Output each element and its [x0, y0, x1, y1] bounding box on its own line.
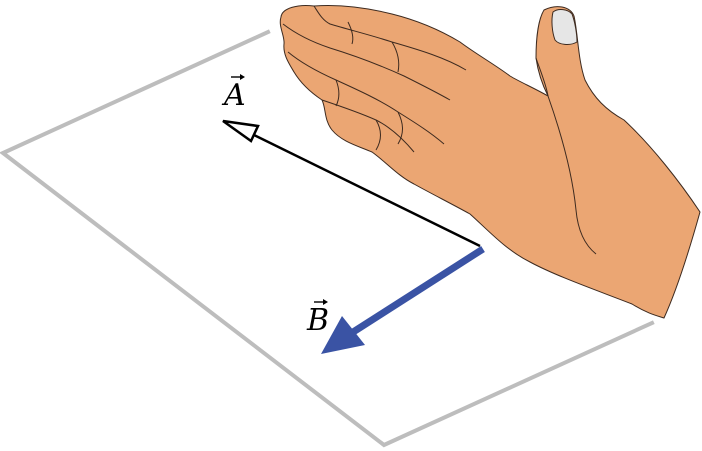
knuckle-3 [335, 79, 340, 107]
vector-b [321, 246, 485, 354]
thumb-crease [535, 57, 549, 97]
vector-b-label: B [307, 299, 330, 338]
vector-arrow-icon [314, 299, 328, 305]
vector-a-head [222, 119, 260, 143]
vector-a-letter: A [224, 78, 246, 113]
finger-lines [282, 5, 597, 255]
plane [0, 29, 655, 448]
palm-crease [547, 95, 597, 255]
vector-a-label: A [224, 74, 246, 113]
vector-b-letter: B [307, 303, 330, 338]
vector-a-shaft [249, 131, 481, 248]
vector-a [222, 119, 481, 248]
knuckle-1 [347, 21, 354, 45]
vector-b-head [321, 316, 365, 354]
vector-arrow-icon [231, 74, 245, 80]
knuckle-4 [397, 111, 403, 145]
hand-body [279, 5, 701, 319]
finger-line-1 [313, 5, 467, 71]
hand-icon [279, 5, 701, 319]
finger-line-2 [282, 23, 451, 101]
finger-line-3 [287, 51, 445, 145]
vector-b-shaft [348, 246, 485, 337]
thumbnail [551, 9, 578, 45]
knuckle-2 [391, 41, 400, 73]
knuckle-5 [375, 119, 381, 151]
plane-edge-left [0, 29, 655, 448]
